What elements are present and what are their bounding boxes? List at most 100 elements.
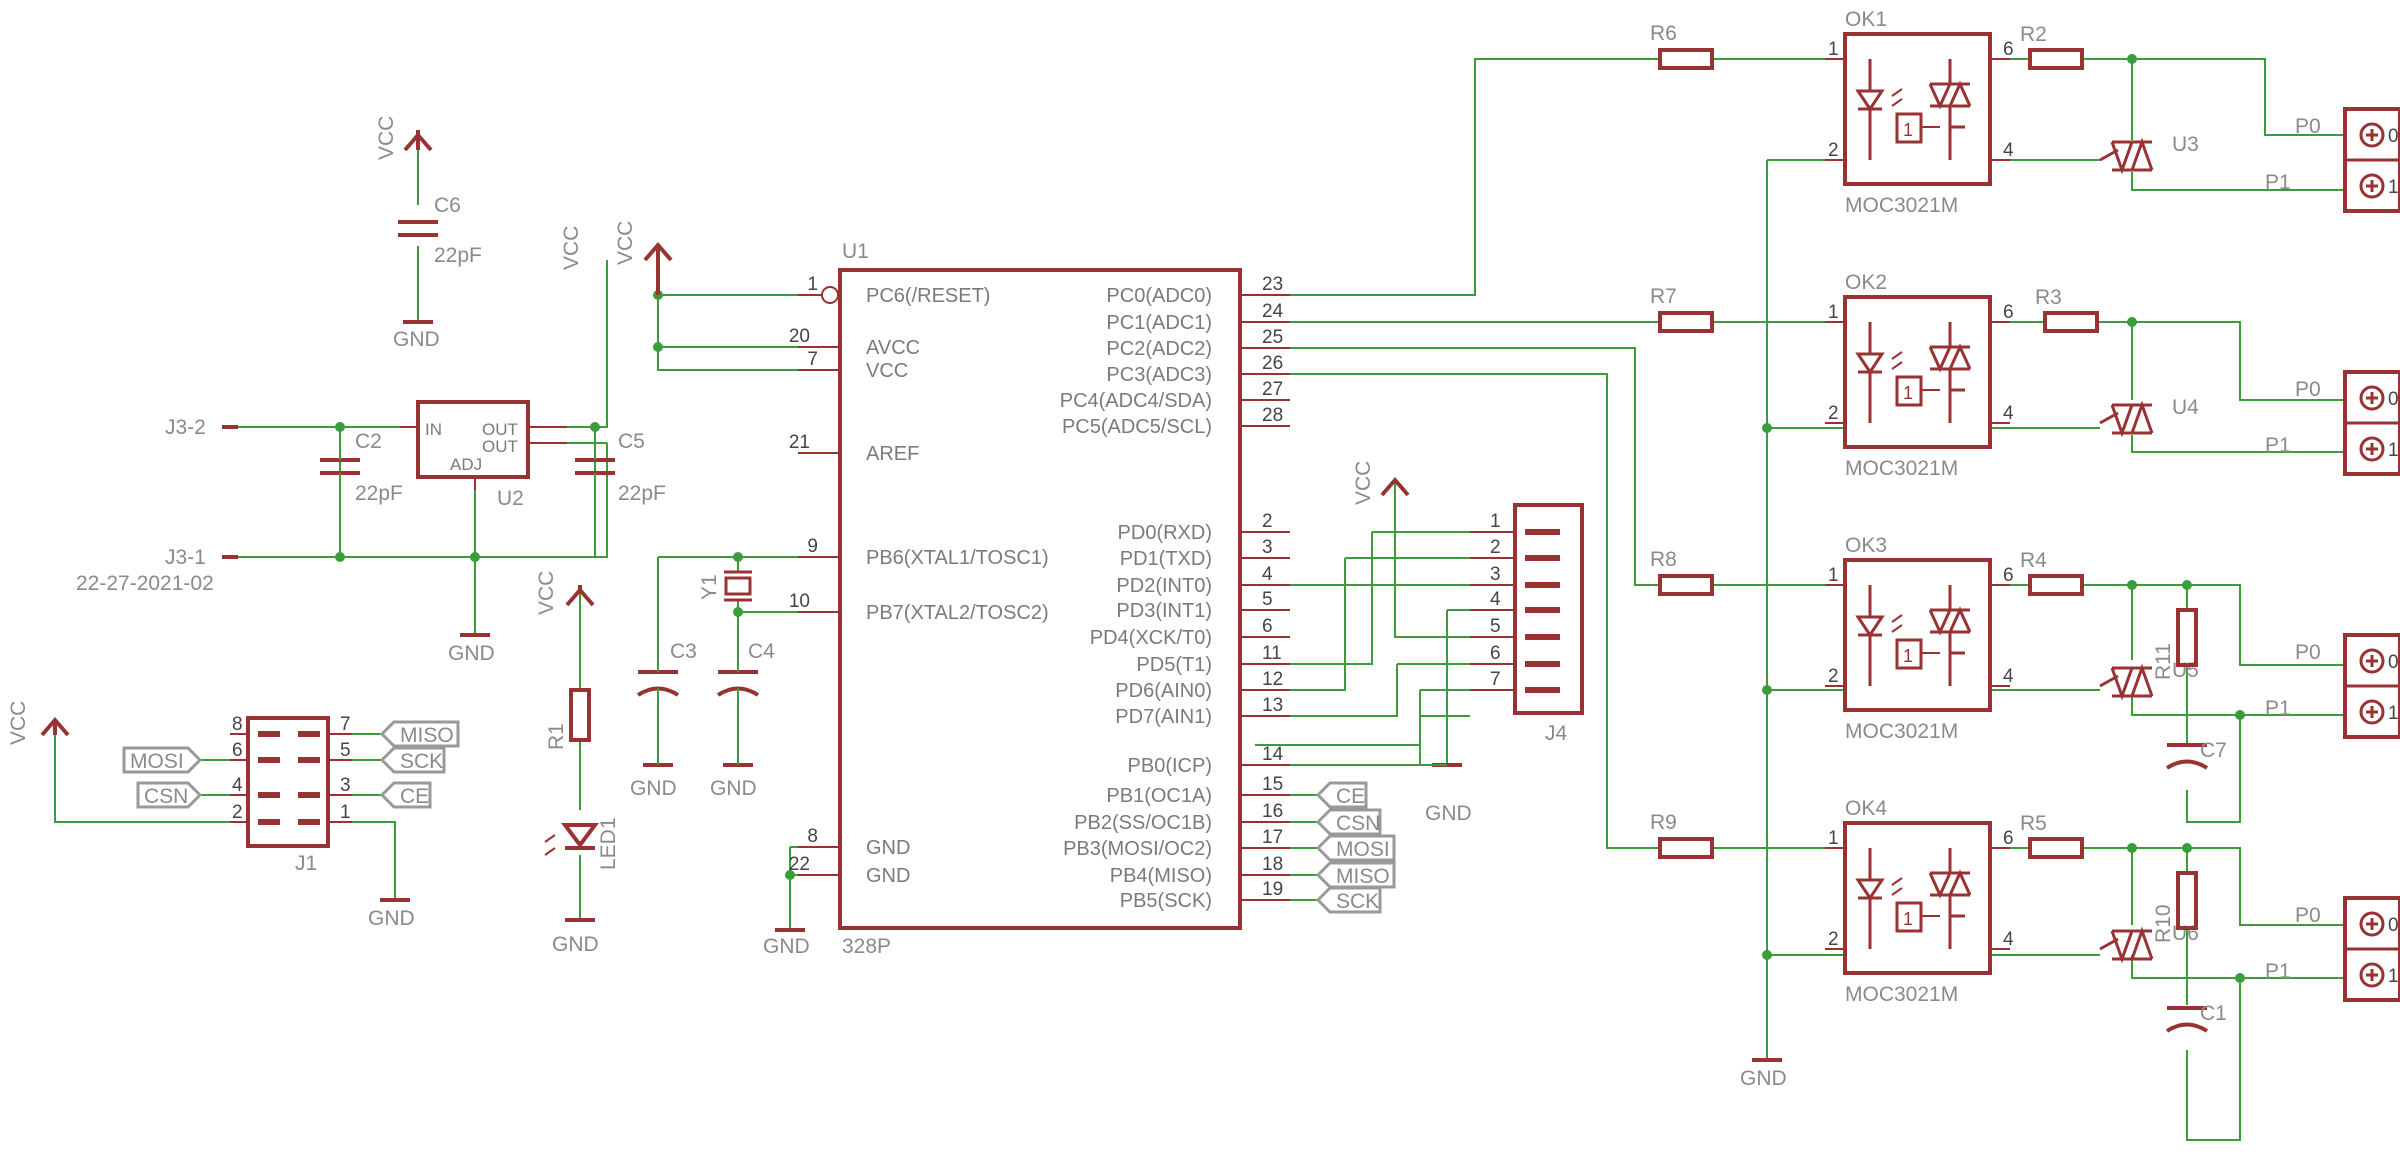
opto-pin-number: 6 bbox=[2003, 39, 2014, 60]
opto-zero-cross-label: 1 bbox=[1903, 120, 1913, 140]
u1-pin-name: PD1(TXD) bbox=[1120, 548, 1212, 570]
opto-pin-number: 4 bbox=[2003, 666, 2014, 687]
snubber-cap-ref: C1 bbox=[2200, 1002, 2227, 1025]
u1-pin-number: 14 bbox=[1262, 744, 1284, 765]
opto-pin-number: 1 bbox=[1828, 39, 1839, 60]
net-flag-shape bbox=[379, 781, 432, 809]
u1-pin-number: 6 bbox=[1262, 616, 1273, 637]
u1-pin-number: 5 bbox=[1262, 589, 1273, 610]
c4-ref: C4 bbox=[748, 640, 775, 663]
u1-pin-name: PB7(XTAL2/TOSC2) bbox=[866, 602, 1049, 624]
j1-pin-number: 5 bbox=[340, 740, 351, 761]
snubber-cap-ref: C7 bbox=[2200, 739, 2227, 762]
net-flag-label: SCK bbox=[1336, 890, 1379, 913]
u1-pin-name: PB1(OC1A) bbox=[1106, 785, 1212, 807]
terminal-pin-number: 1 bbox=[2388, 966, 2399, 987]
snubber-resistor bbox=[2176, 871, 2198, 930]
j1-pin-number: 6 bbox=[232, 740, 243, 761]
triac-ref: U4 bbox=[2172, 396, 2199, 419]
u1-pin-name: PB2(SS/OC1B) bbox=[1074, 812, 1212, 834]
led1-ref: LED1 bbox=[597, 817, 620, 870]
terminal-pin-number: 1 bbox=[2388, 703, 2399, 724]
u1-pin-name: GND bbox=[866, 865, 910, 887]
opto-pin-number: 4 bbox=[2003, 929, 2014, 950]
u2-out-pin-2: OUT bbox=[482, 437, 518, 456]
gate-resistor-ref: R2 bbox=[2020, 23, 2047, 46]
optocoupler-value: MOC3021M bbox=[1845, 194, 1958, 217]
c6-ref: C6 bbox=[434, 194, 461, 217]
power-labels: GND GND GND GND GND GND GND GND GND VCC … bbox=[7, 116, 1787, 1090]
net-flag-label: CE bbox=[400, 785, 429, 808]
optocoupler-body bbox=[1843, 558, 1992, 712]
optocoupler-body bbox=[1843, 821, 1992, 975]
u1-pin-name: PD2(INT0) bbox=[1116, 575, 1212, 597]
j4-ref: J4 bbox=[1545, 722, 1568, 745]
opto-pin-number: 1 bbox=[1828, 828, 1839, 849]
j4-pin-number: 5 bbox=[1490, 616, 1501, 637]
net-flag-label: CE bbox=[1336, 785, 1365, 808]
y1-ref: Y1 bbox=[698, 574, 721, 600]
gnd-label-led: GND bbox=[552, 933, 599, 956]
u1-pin-number: 25 bbox=[1262, 327, 1283, 348]
snubber-resistor-ref: R11 bbox=[2152, 643, 2175, 680]
u1-pin-number: 4 bbox=[1262, 564, 1273, 585]
capacitors: C6 22pF C2 22pF C5 22pF C3 C4 bbox=[320, 194, 775, 765]
opto-pin-number: 6 bbox=[2003, 828, 2014, 849]
u1-pin-name: PD3(INT1) bbox=[1116, 600, 1212, 622]
u1-pin-number: 3 bbox=[1262, 537, 1273, 558]
terminal-p0-label: P0 bbox=[2295, 115, 2321, 138]
u1-pin-number: 2 bbox=[1262, 511, 1273, 532]
u1-pin-name: PC6(/RESET) bbox=[866, 285, 990, 307]
terminal-p1-label: P1 bbox=[2265, 960, 2291, 983]
gnd-label-c3: GND bbox=[630, 777, 677, 800]
u1-pin-number: 12 bbox=[1262, 669, 1283, 690]
terminal-p0-label: P0 bbox=[2295, 641, 2321, 664]
net-flag-shape bbox=[1315, 834, 1396, 862]
u1-pin-number: 21 bbox=[789, 432, 810, 453]
u1-pin-number: 15 bbox=[1262, 774, 1283, 795]
net-flag-shape bbox=[1315, 808, 1382, 836]
vcc-label-u1: VCC bbox=[614, 221, 637, 265]
u1-pin-number: 18 bbox=[1262, 854, 1283, 875]
u1-pin-number: 23 bbox=[1262, 274, 1283, 295]
r8-ref: R8 bbox=[1650, 548, 1677, 571]
terminal-p0-label: P0 bbox=[2295, 904, 2321, 927]
u1-pin-name: PB5(SCK) bbox=[1120, 890, 1212, 912]
u1-pin-name: PD6(AIN0) bbox=[1115, 680, 1212, 702]
opto-zero-cross-label: 1 bbox=[1903, 646, 1913, 666]
terminal-pin-number: 0 bbox=[2388, 389, 2399, 410]
j1-ref: J1 bbox=[295, 852, 317, 875]
gnd-label-u2: GND bbox=[448, 642, 495, 665]
vcc-label-j4: VCC bbox=[1352, 461, 1375, 505]
optocoupler-body bbox=[1843, 32, 1992, 186]
u2-ref: U2 bbox=[497, 487, 524, 510]
net-flag-label: MISO bbox=[400, 724, 454, 747]
u1-pin-number: 13 bbox=[1262, 695, 1283, 716]
terminal-p1-label: P1 bbox=[2265, 434, 2291, 457]
optocoupler-ref: OK4 bbox=[1845, 797, 1887, 820]
u1-pin-name: PC4(ADC4/SDA) bbox=[1060, 390, 1212, 412]
u1-pin-name: PB6(XTAL1/TOSC1) bbox=[866, 547, 1049, 569]
gate-resistor bbox=[2028, 48, 2084, 70]
opto-pin-number: 1 bbox=[1828, 302, 1839, 323]
net-flag-label: MOSI bbox=[1336, 838, 1390, 861]
r9-ref: R9 bbox=[1650, 811, 1677, 834]
u1-pin-number: 26 bbox=[1262, 353, 1283, 374]
terminal-pin-number: 0 bbox=[2388, 126, 2399, 147]
triac-ref: U3 bbox=[2172, 133, 2199, 156]
r7-ref: R7 bbox=[1650, 285, 1677, 308]
r1-ref: R1 bbox=[545, 723, 568, 750]
junctions bbox=[335, 54, 2245, 983]
u2-regulator: IN OUT OUT ADJ U2 bbox=[400, 400, 567, 510]
u1-pin-name: PC2(ADC2) bbox=[1106, 338, 1212, 360]
j1-pin-number: 7 bbox=[340, 714, 351, 735]
optocoupler-ref: OK2 bbox=[1845, 271, 1887, 294]
u1-pin-number: 27 bbox=[1262, 379, 1283, 400]
u2-out-pin: OUT bbox=[482, 420, 518, 439]
u1-pin-name: PB0(ICP) bbox=[1128, 755, 1212, 777]
gate-resistor bbox=[2028, 574, 2084, 596]
u1-pin-number: 10 bbox=[789, 591, 810, 612]
